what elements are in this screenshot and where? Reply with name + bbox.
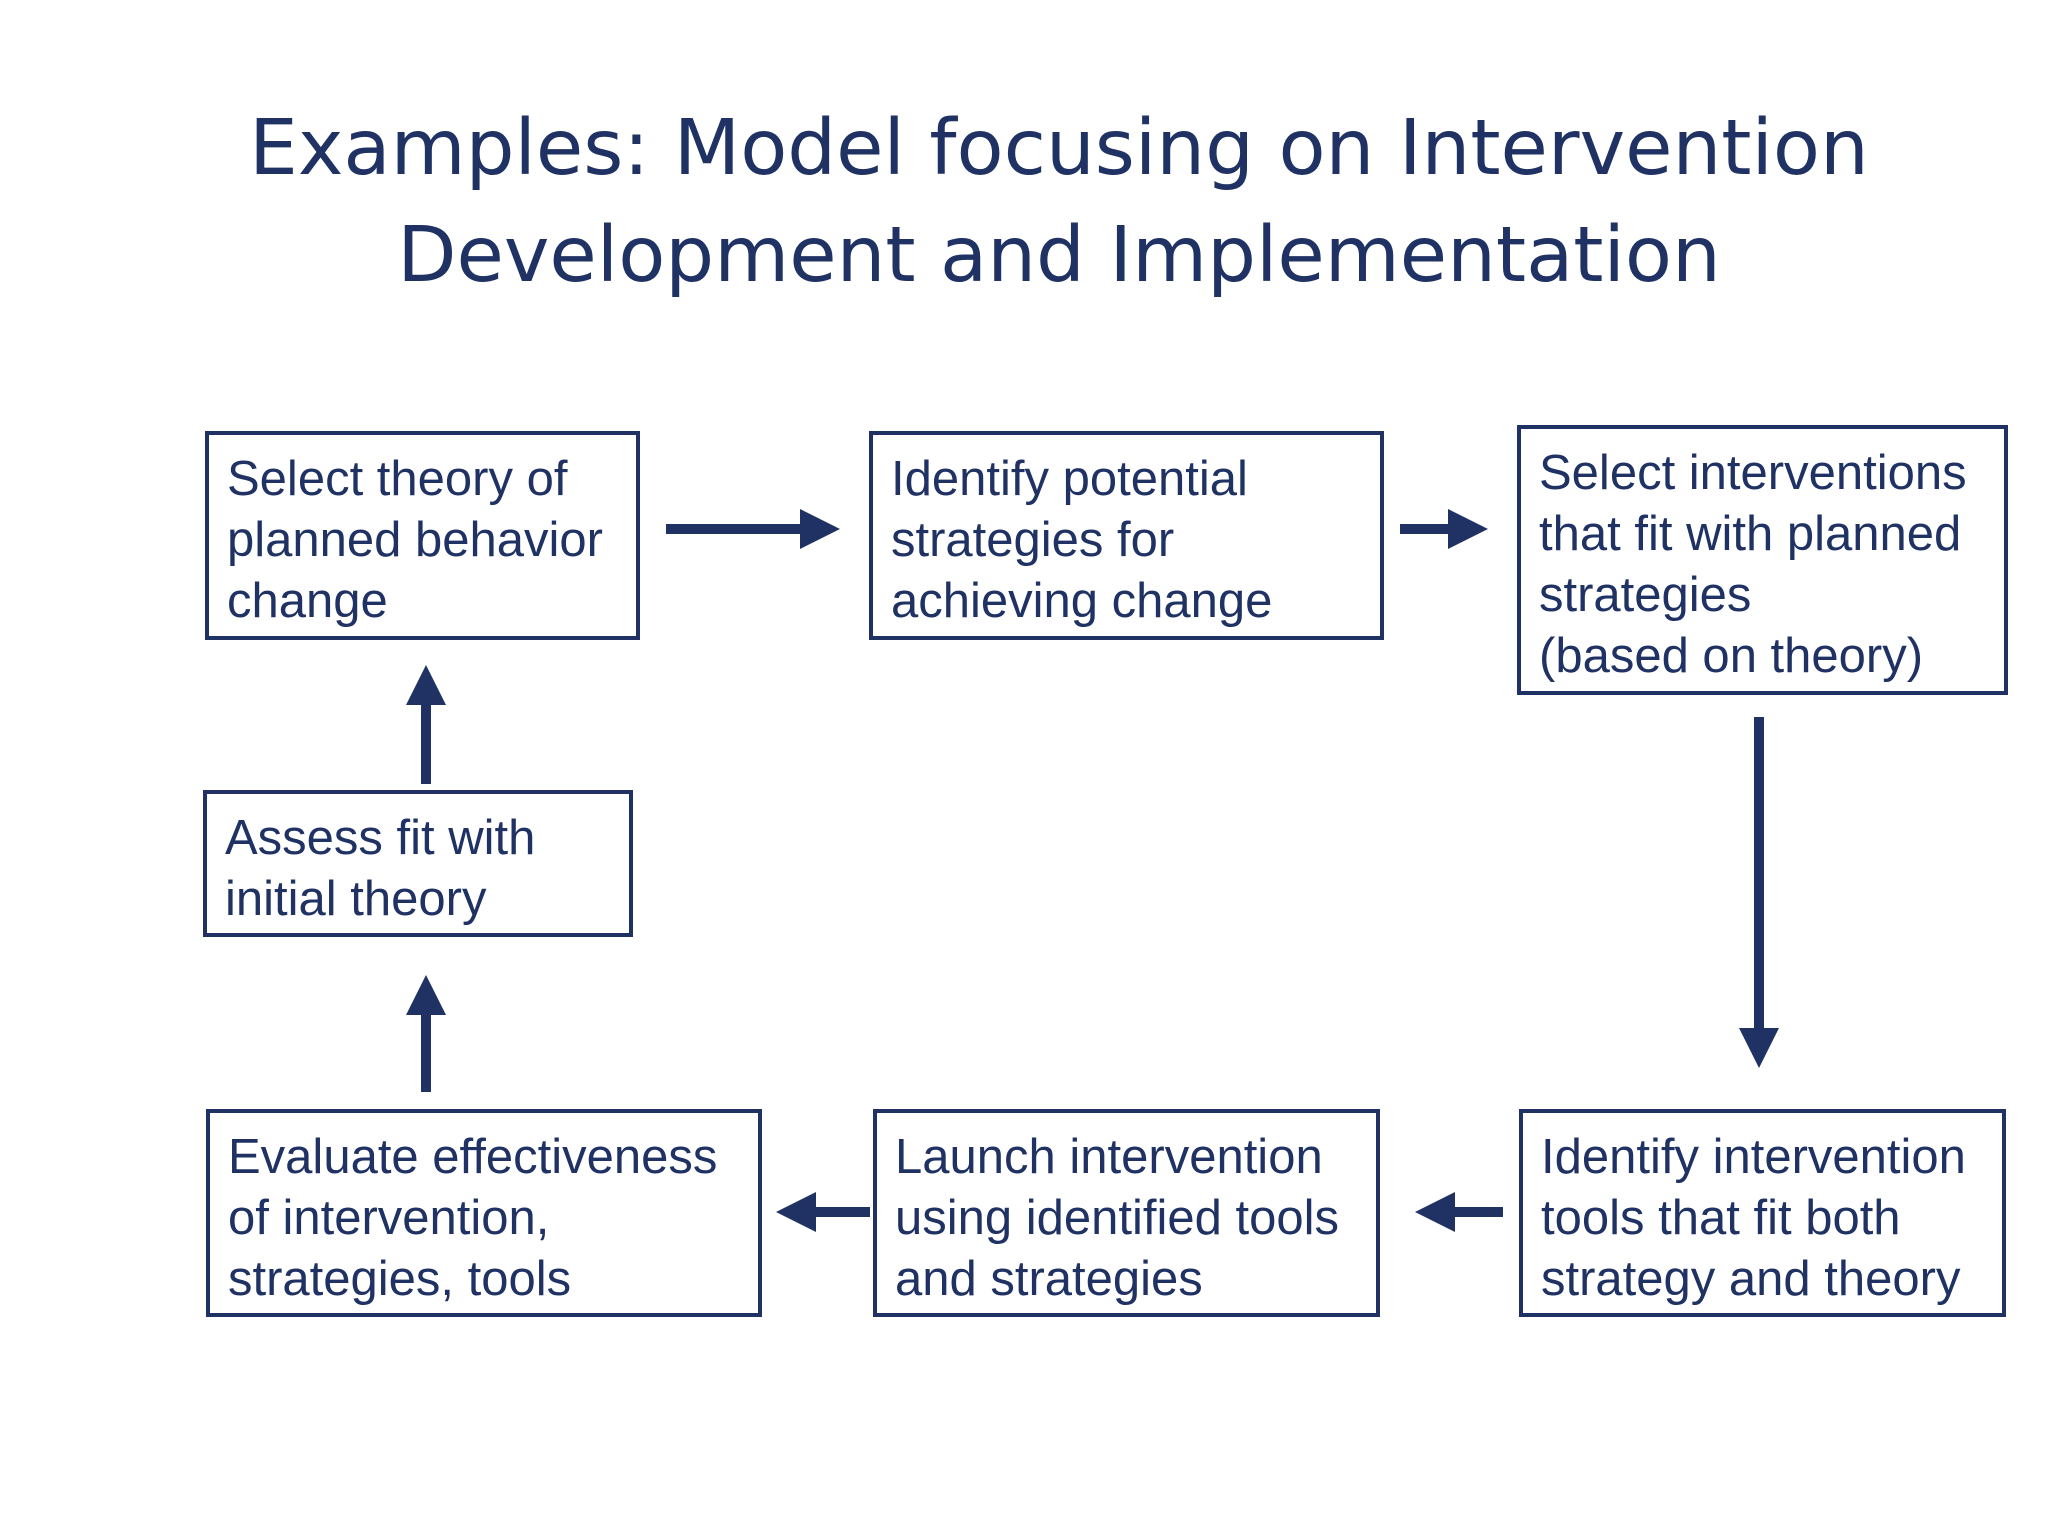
box-identify-tools: Identify intervention tools that fit bot… xyxy=(1519,1109,2006,1317)
box-launch-intervention: Launch intervention using identified too… xyxy=(873,1109,1380,1317)
slide-title-line-1: Examples: Model focusing on Intervention xyxy=(249,104,1869,193)
box-select-interventions: Select interventions that fit with plann… xyxy=(1517,425,2008,695)
box-evaluate-effectiveness: Evaluate effectiveness of intervention, … xyxy=(206,1109,762,1317)
slide-title-line-2: Development and Implementation xyxy=(397,211,1721,300)
box-identify-strategies: Identify potential strategies for achiev… xyxy=(869,431,1384,640)
box-select-theory: Select theory of planned behavior change xyxy=(205,431,640,640)
box-assess-fit: Assess fit with initial theory xyxy=(203,790,633,937)
slide-title: Examples: Model focusing on Intervention… xyxy=(0,95,2048,309)
